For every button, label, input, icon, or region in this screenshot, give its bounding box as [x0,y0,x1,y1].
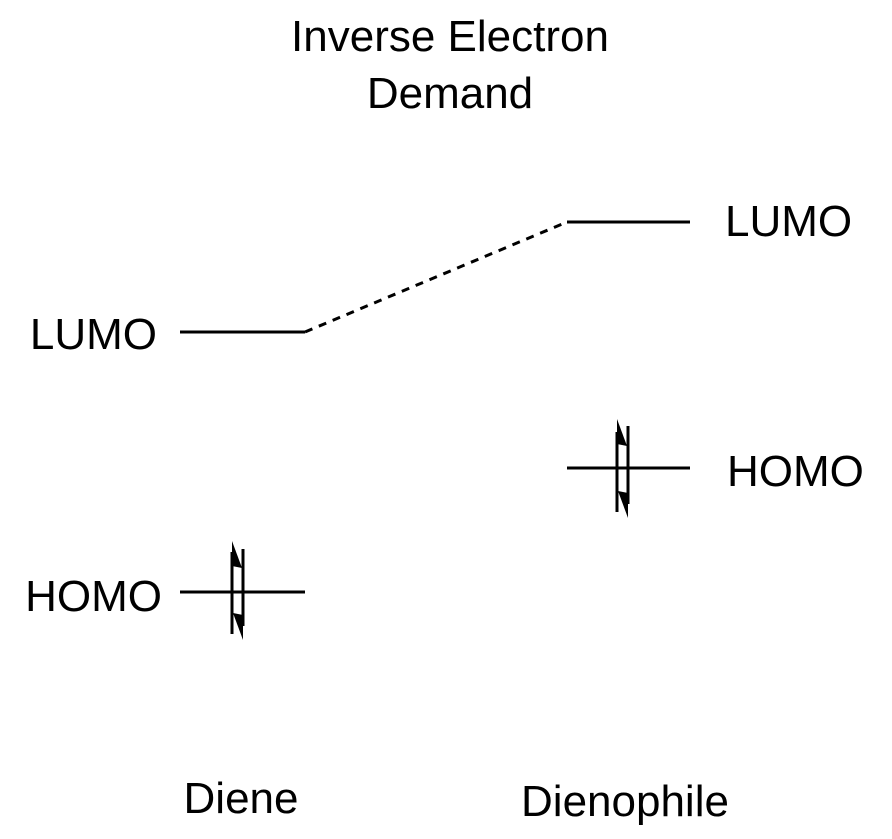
diene-lumo-label: LUMO [30,310,157,359]
diene-homo-electron-pair-icon [230,541,245,640]
diagram-title-line1: Inverse Electron [291,12,609,61]
dienophile-lumo-label: LUMO [725,197,852,246]
dienophile-column-label: Dienophile [521,777,729,826]
diene-homo-label: HOMO [25,572,162,621]
dienophile-homo-label: HOMO [727,447,864,496]
diagram-title-line2: Demand [367,69,533,118]
diene-column-label: Diene [184,774,299,823]
lumo-correlation-dashed-line [304,220,568,334]
dienophile-homo-electron-pair-icon [615,419,630,518]
